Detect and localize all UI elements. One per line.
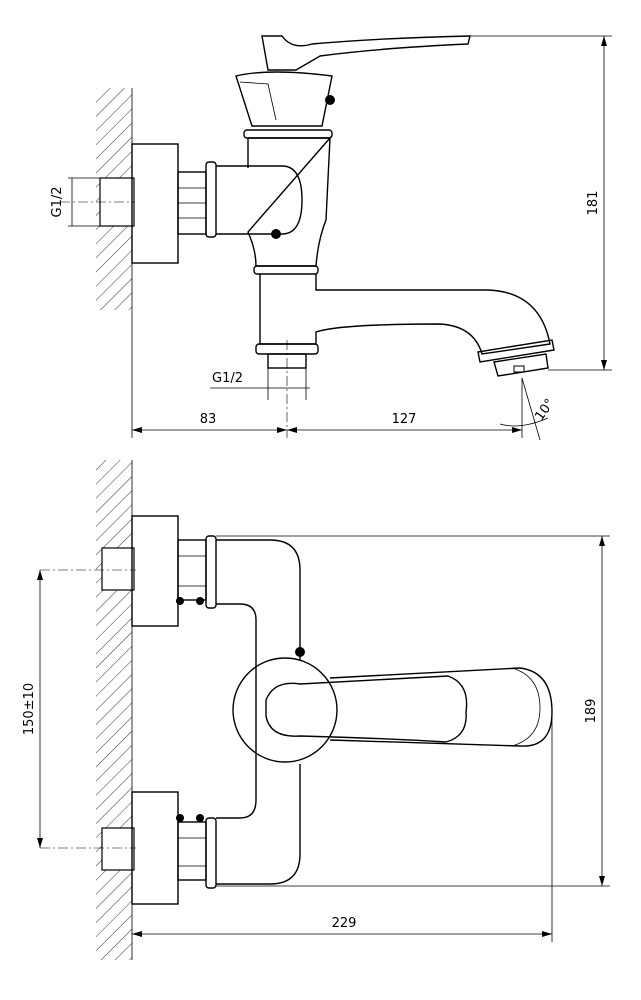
width-229-dim: 229 <box>132 712 553 942</box>
thread-bottom-label: G1/2 <box>212 371 243 386</box>
valve-body <box>247 136 331 267</box>
lever-handle <box>261 35 471 71</box>
height-181-label: 181 <box>586 191 601 216</box>
spout <box>259 274 551 355</box>
angle-10-label: 10° <box>532 396 558 423</box>
thread-bottom-dim: G1/2 <box>210 368 310 400</box>
lower-eccentric <box>131 791 179 905</box>
lower-inlet-pipe <box>101 827 135 871</box>
wall-hatch-bottom <box>96 460 132 960</box>
upper-inlet-pipe <box>101 547 135 591</box>
thread-left-dim: G1/2 <box>50 177 100 227</box>
cartridge-cap <box>235 71 333 127</box>
spacing-dim: 150±10 <box>22 570 43 848</box>
height-181-dim: 181 <box>470 35 612 371</box>
spout-plan <box>329 667 553 747</box>
width-229-label: 229 <box>332 916 357 931</box>
width-dims-top: 83 127 <box>131 310 523 438</box>
width-83-label: 83 <box>200 412 217 427</box>
cartridge-circle <box>232 657 338 763</box>
side-view: G1/2 G1/2 181 83 127 <box>50 35 612 441</box>
plan-view: 150±10 189 229 <box>22 460 610 960</box>
eccentric-block <box>131 143 179 264</box>
aerator <box>477 339 555 363</box>
height-189-dim: 189 <box>216 535 610 887</box>
thread-left-label: G1/2 <box>50 187 65 218</box>
angle-10-dim: 10° <box>499 377 558 441</box>
upper-eccentric <box>131 515 179 627</box>
height-189-label: 189 <box>584 699 599 724</box>
body-tube <box>216 539 301 885</box>
lever-plan <box>265 675 468 743</box>
width-127-label: 127 <box>392 412 417 427</box>
spacing-label: 150±10 <box>22 683 37 735</box>
